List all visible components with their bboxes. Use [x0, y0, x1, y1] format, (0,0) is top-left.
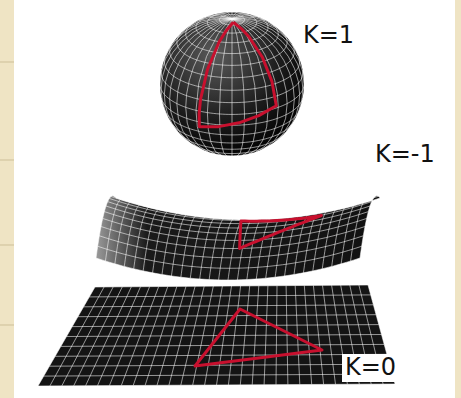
hyperbolic-triangle: [240, 216, 322, 249]
spherical-triangle: [199, 22, 276, 127]
curvature-label: K=1: [300, 22, 357, 50]
saddle-grid: [96, 196, 380, 280]
saddle-surface: [96, 196, 380, 280]
curvature-label: K=-1: [372, 141, 438, 169]
sphere-body: [160, 12, 304, 156]
flat-triangle: [195, 309, 322, 366]
sphere-surface: [160, 12, 304, 156]
slide-panel: [14, 0, 455, 398]
margin-rules: [0, 62, 14, 325]
curvature-label: K=0: [342, 354, 399, 382]
saddle-body: [96, 196, 380, 280]
sphere-grid: [160, 12, 304, 156]
